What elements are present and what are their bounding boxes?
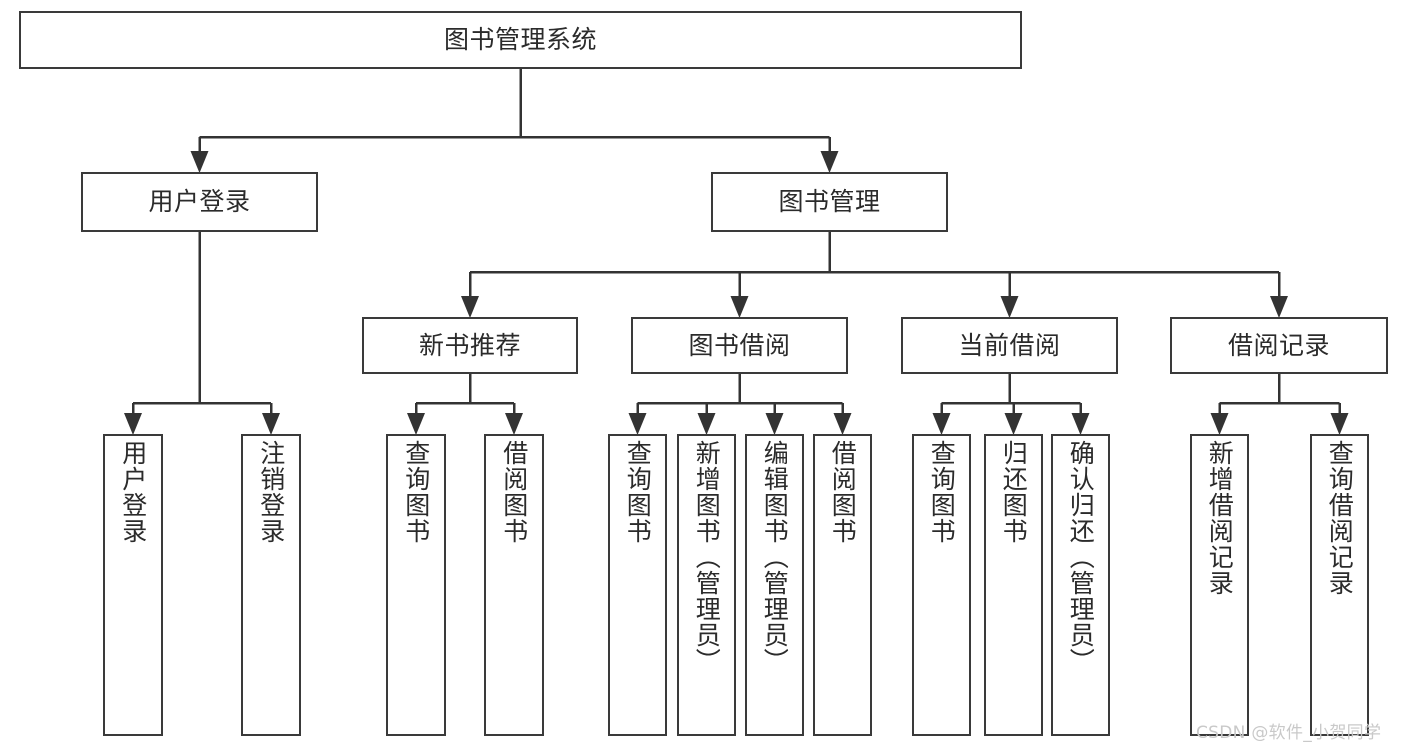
node-label-leaf-add-book: 新增图书（管理员） [692,440,722,674]
node-label-leaf-query-book-1: 查询图书 [401,440,431,544]
node-leaf-query-book-2: 查询图书 [608,434,667,736]
node-label-leaf-edit-book: 编辑图书（管理员） [760,440,790,674]
node-leaf-edit-book: 编辑图书（管理员） [745,434,804,736]
node-new-book-rec: 新书推荐 [362,317,578,374]
node-label-leaf-query-book-3: 查询图书 [927,440,957,544]
node-label-user-login: 用户登录 [148,187,251,217]
node-leaf-return-book: 归还图书 [984,434,1043,736]
node-label-leaf-query-book-2: 查询图书 [623,440,653,544]
node-label-book-manage: 图书管理 [778,187,881,217]
node-label-leaf-confirm-return: 确认归还（管理员） [1066,440,1096,674]
node-leaf-query-book-1: 查询图书 [386,434,446,736]
node-book-manage: 图书管理 [711,172,948,232]
node-leaf-logout: 注销登录 [241,434,301,736]
node-book-borrow: 图书借阅 [631,317,848,374]
node-leaf-query-record: 查询借阅记录 [1310,434,1369,736]
node-label-current-borrow: 当前借阅 [958,330,1061,360]
node-leaf-add-record: 新增借阅记录 [1190,434,1249,736]
node-leaf-query-book-3: 查询图书 [912,434,971,736]
node-label-leaf-query-record: 查询借阅记录 [1325,440,1355,596]
node-label-leaf-user-login: 用户登录 [118,440,148,544]
node-label-root: 图书管理系统 [443,25,597,55]
node-borrow-record: 借阅记录 [1170,317,1388,374]
node-label-leaf-return-book: 归还图书 [999,440,1029,544]
node-leaf-add-book: 新增图书（管理员） [677,434,736,736]
node-user-login: 用户登录 [81,172,318,232]
node-label-leaf-borrow-book-1: 借阅图书 [499,440,529,544]
node-leaf-borrow-book-2: 借阅图书 [813,434,872,736]
node-leaf-user-login: 用户登录 [103,434,163,736]
csdn-watermark: CSDN @软件_小贺同学 [1196,723,1382,743]
node-label-leaf-logout: 注销登录 [256,440,286,544]
node-current-borrow: 当前借阅 [901,317,1118,374]
node-leaf-confirm-return: 确认归还（管理员） [1051,434,1110,736]
node-leaf-borrow-book-1: 借阅图书 [484,434,544,736]
node-label-borrow-record: 借阅记录 [1227,330,1330,360]
node-label-book-borrow: 图书借阅 [688,330,791,360]
node-label-new-book-rec: 新书推荐 [418,330,521,360]
node-label-leaf-borrow-book-2: 借阅图书 [828,440,858,544]
node-label-leaf-add-record: 新增借阅记录 [1205,440,1235,596]
node-root: 图书管理系统 [19,11,1022,69]
